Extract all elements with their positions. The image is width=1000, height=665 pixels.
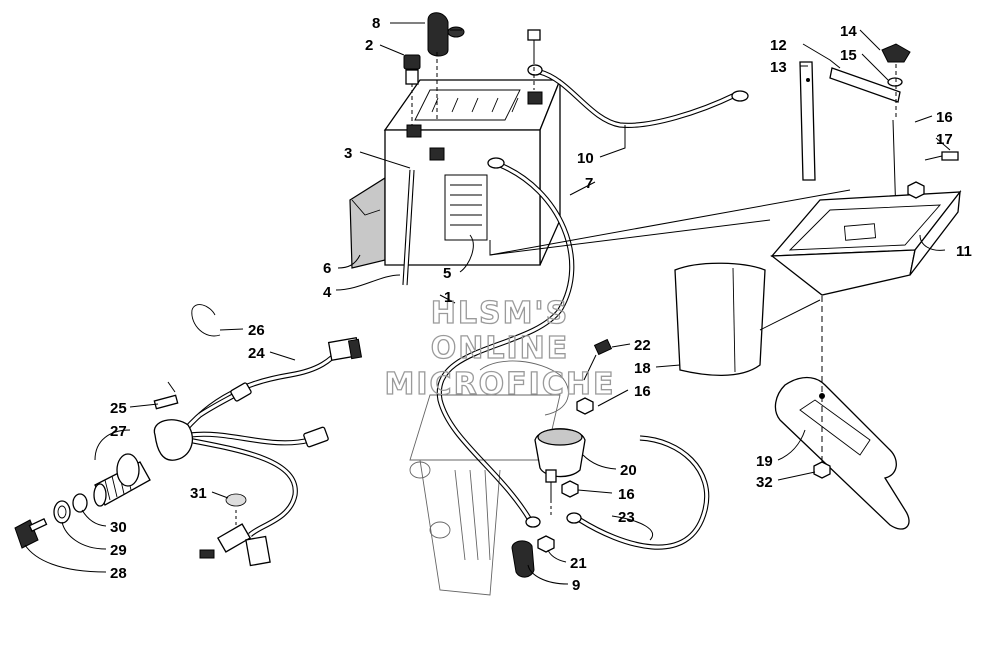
callout-7: 7 — [585, 175, 593, 192]
hold-down-bracket — [799, 61, 816, 181]
terminal-screw — [527, 29, 541, 60]
wing-nut — [881, 43, 911, 63]
hold-down-strap — [829, 67, 901, 103]
callout-11: 11 — [956, 243, 972, 260]
callout-32: 32 — [756, 474, 773, 491]
nut-32 — [813, 461, 831, 479]
callout-10: 10 — [577, 150, 594, 167]
callout-4: 4 — [323, 284, 332, 301]
fuse-cap — [225, 493, 247, 507]
callout-31: 31 — [190, 485, 207, 502]
watermark-line-2: ONLINE — [431, 331, 570, 366]
callout-2: 2 — [365, 37, 373, 54]
callout-3: 3 — [344, 145, 352, 162]
callout-1: 1 — [444, 289, 452, 306]
callout-8: 8 — [372, 15, 380, 32]
washer-15 — [887, 77, 903, 87]
connector-25 — [153, 381, 179, 410]
callout-20: 20 — [620, 462, 637, 479]
ignition-switch — [93, 453, 151, 507]
callout-27: 27 — [110, 423, 127, 440]
starter-motor — [409, 360, 569, 596]
battery-support — [774, 376, 910, 530]
callout-19: 19 — [756, 453, 773, 470]
watermark-line-3: MICROFICHE — [385, 367, 616, 402]
nut-16-b — [561, 480, 579, 498]
watermark: HLSM'S ONLINE MICROFICHE — [384, 295, 616, 402]
battery-tray — [770, 151, 962, 296]
callout-16-top: 16 — [936, 109, 953, 126]
battery-shield — [349, 176, 386, 269]
callout-16-mid: 16 — [634, 383, 651, 400]
callout-16-low: 16 — [618, 486, 635, 503]
callout-25: 25 — [110, 400, 127, 417]
callout-30: 30 — [110, 519, 127, 536]
watermark-line-1: HLSM'S — [431, 296, 569, 331]
callout-numbers: 8 2 3 6 4 5 1 10 7 12 13 14 15 16 17 11 … — [110, 15, 972, 594]
callout-17: 17 — [936, 131, 953, 148]
nut-21 — [537, 535, 555, 553]
switch-bezel — [53, 500, 71, 524]
cable-10 — [539, 69, 737, 128]
switch-nut — [72, 493, 88, 513]
callout-14: 14 — [840, 23, 857, 40]
callout-15: 15 — [840, 47, 857, 64]
starter-solenoid — [534, 428, 586, 500]
callout-12: 12 — [770, 37, 787, 54]
callout-28: 28 — [110, 565, 127, 582]
ignition-key — [14, 518, 48, 549]
callout-29: 29 — [110, 542, 127, 559]
clamp-ring — [191, 304, 221, 337]
callout-24: 24 — [248, 345, 265, 362]
wiring-harness — [153, 336, 363, 567]
callout-23: 23 — [618, 509, 635, 526]
callout-5: 5 — [443, 265, 451, 282]
callout-18: 18 — [634, 360, 651, 377]
callout-21: 21 — [570, 555, 587, 572]
leader-lines — [24, 22, 951, 585]
bolt-22 — [583, 338, 613, 381]
callout-13: 13 — [770, 59, 787, 76]
battery-pad — [674, 262, 766, 377]
callout-26: 26 — [248, 322, 265, 339]
terminal-cap — [427, 12, 465, 57]
nut-16-a — [576, 397, 594, 415]
callout-9: 9 — [572, 577, 580, 594]
callout-22: 22 — [634, 337, 651, 354]
vent-fitting — [403, 54, 421, 95]
callout-6: 6 — [323, 260, 331, 277]
